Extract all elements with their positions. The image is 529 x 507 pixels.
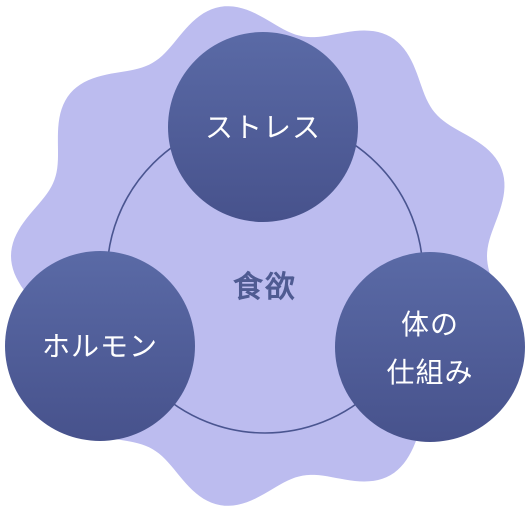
node-stress: ストレス (168, 32, 358, 222)
node-hormone-label: ホルモン (42, 330, 158, 363)
node-body-mechanism-label-line2: 仕組み (386, 356, 473, 389)
node-body-mechanism: 体の 仕組み (335, 252, 525, 442)
node-body-mechanism-circle (335, 252, 525, 442)
node-stress-label: ストレス (205, 111, 321, 144)
node-stress-circle (168, 32, 358, 222)
node-hormone-circle (5, 251, 195, 441)
node-hormone: ホルモン (5, 251, 195, 441)
node-body-mechanism-label-line1: 体の (401, 308, 459, 341)
center-label-appetite: 食欲 (233, 270, 297, 305)
